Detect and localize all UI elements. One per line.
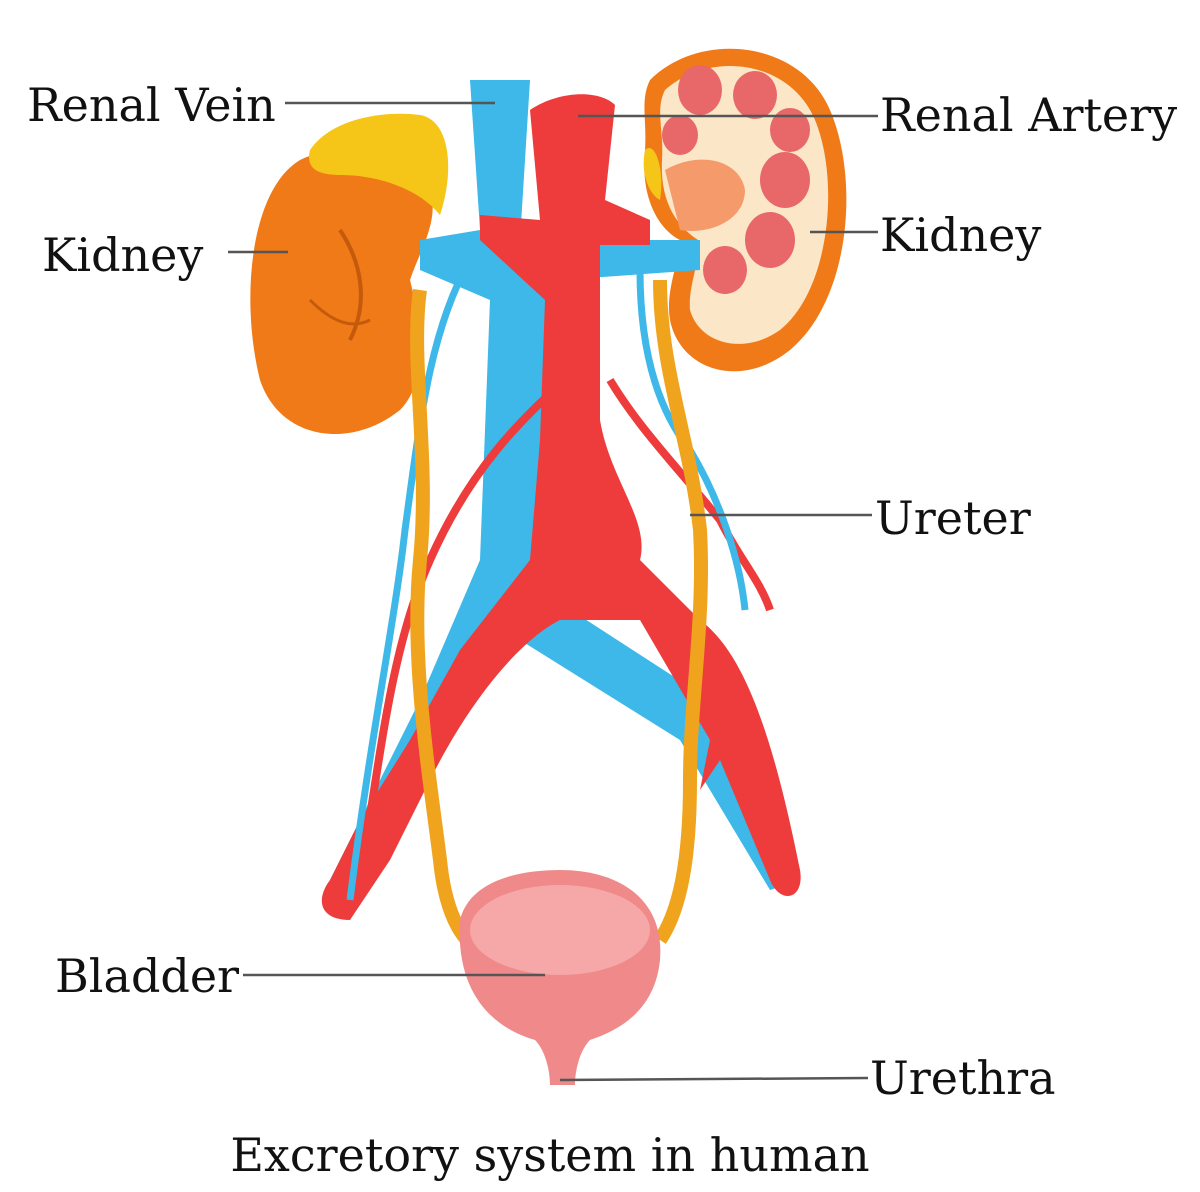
left-gonadal-vein	[346, 258, 474, 901]
label-urethra: Urethra	[870, 1051, 1056, 1105]
left-ureter	[410, 289, 484, 957]
label-bladder: Bladder	[55, 949, 240, 1003]
caption: Excretory system in human	[230, 1128, 870, 1182]
kidney-pyramids	[662, 65, 810, 294]
label-ureter: Ureter	[875, 491, 1031, 545]
left-adrenal-gland	[309, 113, 449, 215]
label-kidney-left: Kidney	[42, 228, 204, 282]
label-kidney-right: Kidney	[880, 208, 1042, 262]
right-adrenal-gland	[643, 148, 662, 200]
right-kidney	[644, 48, 847, 372]
label-renal-vein: Renal Vein	[27, 78, 276, 132]
right-ureter	[653, 279, 709, 944]
leader-lines	[228, 101, 878, 1082]
left-kidney	[250, 150, 433, 434]
label-renal-artery: Renal Artery	[880, 88, 1178, 142]
bladder	[459, 870, 661, 1085]
